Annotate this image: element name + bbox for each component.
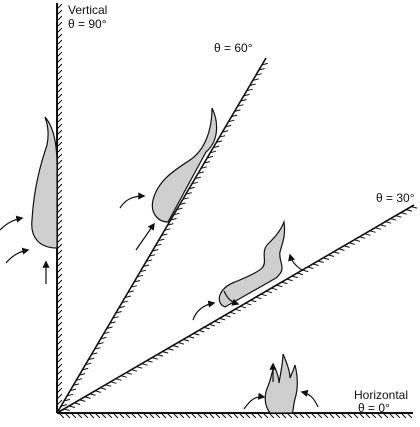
arrow-60-1-icon — [119, 192, 146, 209]
horizontal-label: Horizontal — [354, 388, 409, 402]
arrow-vertical-1-icon — [0, 215, 24, 231]
arrow-30-1-icon — [192, 300, 216, 321]
arrow-30-3-icon — [288, 253, 303, 271]
arrow-60-2-icon — [135, 222, 155, 251]
arrow-horizontal-1-icon — [243, 392, 266, 410]
arrow-horizontal-2-icon — [300, 389, 319, 408]
vertical-label: Vertical — [68, 3, 108, 17]
incline-60-angle-label: θ = 60° — [214, 41, 253, 55]
incline-30-angle-label: θ = 30° — [376, 191, 415, 205]
floor-surface — [57, 412, 413, 419]
arrow-30-2-icon — [223, 290, 240, 306]
vertical-angle-label: θ = 90° — [68, 17, 107, 31]
vertical-flame — [31, 116, 58, 249]
arrow-vertical-2-icon — [5, 247, 30, 264]
incline-60-flame — [151, 107, 218, 223]
incline-60-surface — [56, 57, 268, 414]
horizontal-angle-label: θ = 0° — [358, 401, 390, 415]
incline-30-flame — [218, 219, 286, 308]
incline-30-surface — [56, 204, 418, 414]
vertical-wall — [56, 3, 63, 413]
horizontal-flame — [264, 353, 298, 414]
